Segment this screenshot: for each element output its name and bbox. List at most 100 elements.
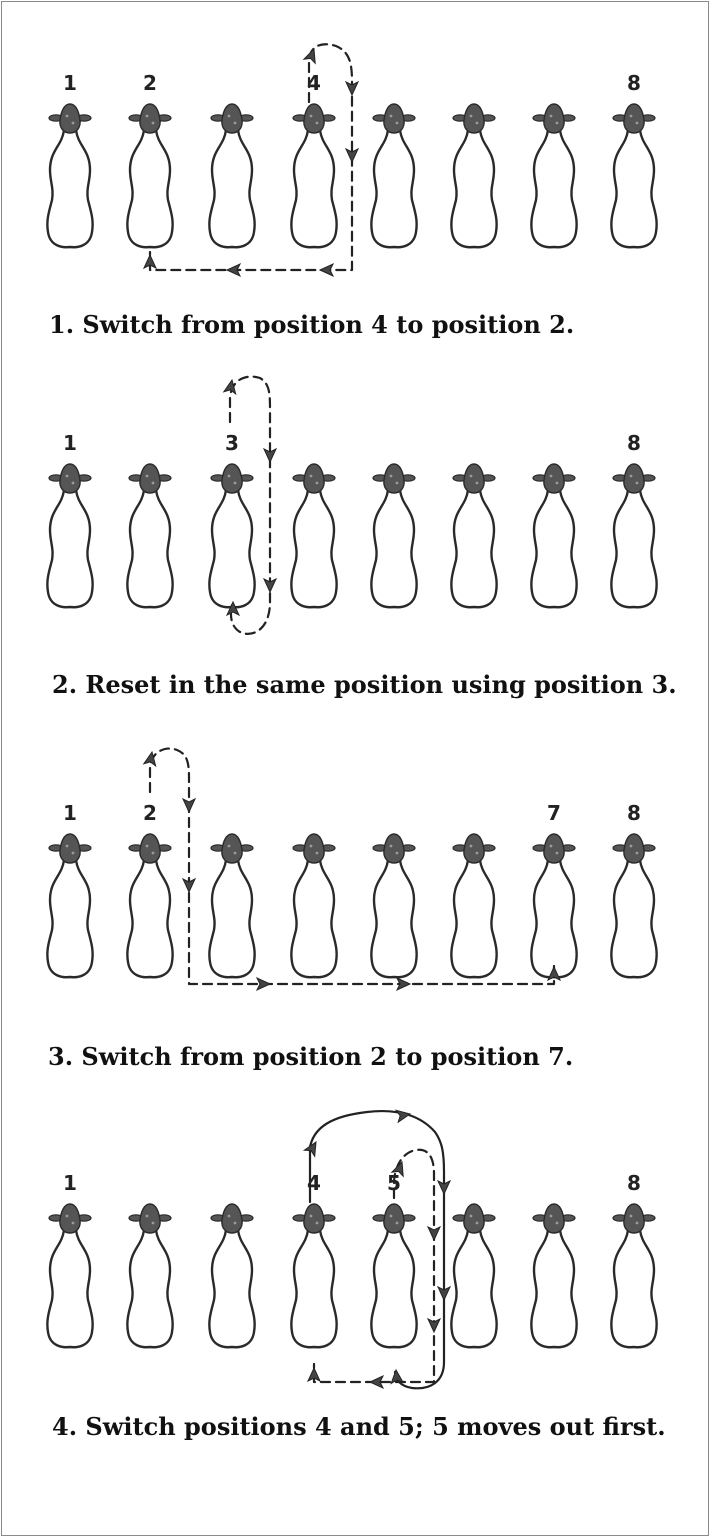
cow-head-speck xyxy=(315,121,319,125)
cow-head-speck xyxy=(151,481,155,485)
cow-head-speck xyxy=(309,1214,313,1218)
arrowhead-icon xyxy=(142,750,157,768)
cow-head xyxy=(383,1203,405,1234)
cow-position-4 xyxy=(290,1203,338,1349)
position-label-8: 8 xyxy=(627,431,641,455)
cow-head-speck xyxy=(389,474,393,478)
arrowhead-icon xyxy=(395,976,412,992)
position-label-1: 1 xyxy=(63,71,77,95)
arrowhead-icon xyxy=(142,253,158,270)
cow-head xyxy=(303,833,325,864)
caption-1: 1. Switch from position 4 to position 2. xyxy=(49,310,575,339)
cow-head-speck xyxy=(71,121,75,125)
arrowhead-icon xyxy=(262,447,278,464)
position-label-4: 4 xyxy=(307,71,321,95)
cow-head-speck xyxy=(309,844,313,848)
cow-body xyxy=(450,489,498,609)
cow-position-1 xyxy=(46,833,94,979)
cow-position-5 xyxy=(370,1203,418,1349)
cow-head-speck xyxy=(635,481,639,485)
cow-body xyxy=(126,1229,174,1349)
cow-body xyxy=(290,1229,338,1349)
arrowhead-icon xyxy=(390,1160,404,1178)
cow-head-speck xyxy=(315,851,319,855)
cow-head xyxy=(623,1203,645,1234)
cow-position-3 xyxy=(208,833,256,979)
cow-head-speck xyxy=(65,1214,69,1218)
cow-head-speck xyxy=(475,481,479,485)
cow-position-6 xyxy=(450,1203,498,1349)
arrowhead-icon xyxy=(262,577,278,594)
cow-body xyxy=(370,489,418,609)
cow-body xyxy=(46,129,94,249)
cow-body xyxy=(126,489,174,609)
cow-head-speck xyxy=(389,114,393,118)
cow-head-speck xyxy=(227,474,231,478)
arrowhead-icon xyxy=(546,965,562,982)
cow-head-speck xyxy=(629,844,633,848)
cow-body xyxy=(290,489,338,609)
position-label-8: 8 xyxy=(627,71,641,95)
cow-head-speck xyxy=(315,1221,319,1225)
cow-body xyxy=(450,859,498,979)
cow-head xyxy=(139,833,161,864)
cow-position-7 xyxy=(530,1203,578,1349)
cow-body xyxy=(46,489,94,609)
cow-head-speck xyxy=(227,114,231,118)
caption-2: 2. Reset in the same position using posi… xyxy=(52,670,677,699)
cow-head-speck xyxy=(145,114,149,118)
cow-head xyxy=(221,833,243,864)
cow-head-speck xyxy=(555,851,559,855)
arrowhead-icon xyxy=(436,1285,452,1302)
cow-body xyxy=(126,129,174,249)
cow-head xyxy=(463,103,485,134)
cow-head-speck xyxy=(555,121,559,125)
cow-head-speck xyxy=(475,1221,479,1225)
cow-head-speck xyxy=(151,1221,155,1225)
arrowhead-icon xyxy=(181,797,197,814)
cow-head xyxy=(463,463,485,494)
cow-position-5 xyxy=(370,463,418,609)
cow-head-speck xyxy=(549,844,553,848)
cow-body xyxy=(610,859,658,979)
position-label-3: 3 xyxy=(225,431,239,455)
arrowhead-icon xyxy=(390,1368,405,1385)
cow-head xyxy=(463,833,485,864)
cow-position-8 xyxy=(610,103,658,249)
cow-head-speck xyxy=(227,1214,231,1218)
cow-body xyxy=(610,1229,658,1349)
cow-head xyxy=(139,463,161,494)
cow-position-4 xyxy=(290,463,338,609)
cow-body xyxy=(450,1229,498,1349)
cow-head-speck xyxy=(395,1221,399,1225)
cow-head-speck xyxy=(629,1214,633,1218)
cow-head xyxy=(139,1203,161,1234)
arrowhead-icon xyxy=(436,1179,452,1196)
cow-body xyxy=(610,129,658,249)
cow-head xyxy=(221,1203,243,1234)
cow-position-1 xyxy=(46,103,94,249)
cow-body xyxy=(208,859,256,979)
cow-head-speck xyxy=(549,1214,553,1218)
cow-body xyxy=(450,129,498,249)
arrowhead-icon xyxy=(225,600,241,617)
position-label-8: 8 xyxy=(627,1171,641,1195)
cow-head-speck xyxy=(555,1221,559,1225)
cow-position-3 xyxy=(208,1203,256,1349)
position-label-1: 1 xyxy=(63,801,77,825)
arrowhead-icon xyxy=(255,976,272,992)
cow-head-speck xyxy=(389,844,393,848)
cow-head xyxy=(303,103,325,134)
cow-head-speck xyxy=(635,851,639,855)
cow-head-speck xyxy=(469,114,473,118)
cow-body xyxy=(290,129,338,249)
cow-head-speck xyxy=(549,474,553,478)
arrowhead-icon xyxy=(426,1317,442,1334)
cow-head-speck xyxy=(65,114,69,118)
caption-4: 4. Switch positions 4 and 5; 5 moves out… xyxy=(52,1412,666,1441)
cow-position-7 xyxy=(530,103,578,249)
cow-head xyxy=(303,463,325,494)
